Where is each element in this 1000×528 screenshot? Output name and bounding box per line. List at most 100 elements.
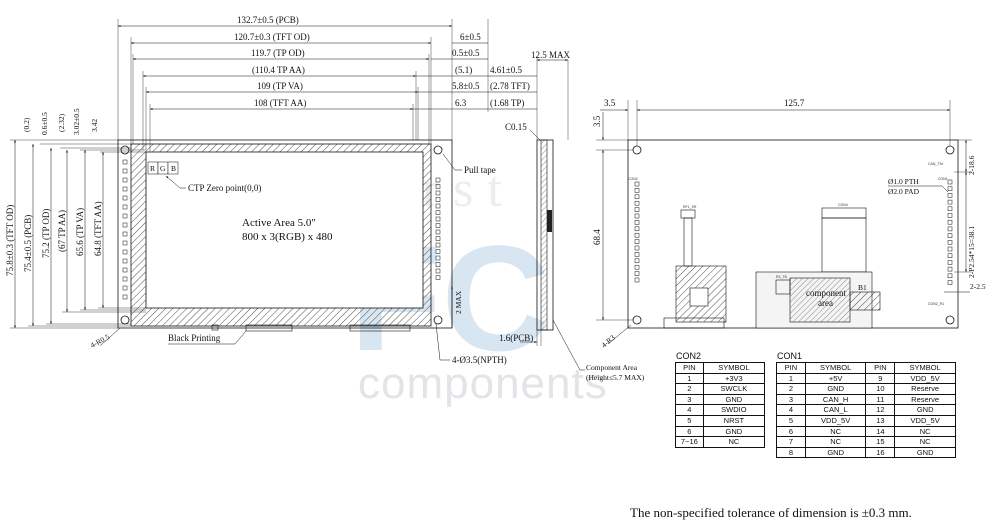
table-cell: NRST xyxy=(702,414,766,427)
back-dim-2-18-6: 2-18.6 xyxy=(967,155,976,175)
pin-pad xyxy=(947,260,953,265)
pin-pad xyxy=(122,204,128,210)
table-cell: 6 xyxy=(776,425,806,438)
pin-pad xyxy=(947,253,953,258)
mounting-hole-icon xyxy=(433,315,443,325)
silk-con4: CON4 xyxy=(838,203,848,207)
dim-right-5: 6.3 xyxy=(455,98,467,108)
side-dim-3: (1.68 TP) xyxy=(490,98,524,108)
dim-2-32: (2.32) xyxy=(57,113,66,132)
pin-pad xyxy=(634,188,640,193)
dim-3-02: 3.02±0.5 xyxy=(72,108,81,135)
table-header: PIN xyxy=(865,362,896,374)
pin-pad xyxy=(947,206,953,212)
front-view: R G B CTP Zero point(0,0) Active Area 5.… xyxy=(5,15,507,365)
dim-right-3: (5.1) xyxy=(455,65,472,75)
dim-right-2: 0.5±0.5 xyxy=(452,48,480,58)
pin-pad xyxy=(122,258,128,264)
pin-pad xyxy=(435,229,441,235)
pin-pad xyxy=(634,245,640,251)
table-cell: 2 xyxy=(675,383,704,395)
table-cell: +3V3 xyxy=(702,372,766,385)
table-cell: GND xyxy=(702,393,766,406)
table-cell: CAN_L xyxy=(804,404,867,416)
pin-pad xyxy=(122,285,128,291)
watermark-components: components xyxy=(358,359,608,408)
rgb-r: R xyxy=(150,164,155,173)
top-dimensions: 132.7±0.5 (PCB) 120.7±0.3 (TFT OD) 119.7… xyxy=(117,15,489,152)
pin-pad xyxy=(435,210,441,215)
table-cell: 8 xyxy=(776,446,806,459)
mounting-hole-icon xyxy=(120,315,130,325)
dim-right-4: 5.8±0.5 xyxy=(452,81,480,91)
pin-pad xyxy=(435,262,441,267)
table-cell: CAN_H xyxy=(804,393,867,406)
pin-pad xyxy=(122,249,128,255)
pin-pad xyxy=(122,276,128,282)
rgb-g: G xyxy=(160,164,166,173)
dim-pcb-height: 75.4±0.5 (PCB) xyxy=(23,215,33,272)
pin-pad xyxy=(435,236,441,241)
pin-pad xyxy=(634,207,640,212)
table-cell: Reserve xyxy=(894,383,956,395)
table-cell: GND xyxy=(894,446,956,459)
back-dim-3-5-top: 3.5 xyxy=(604,98,616,108)
pin-pad xyxy=(947,280,953,285)
pin-pad xyxy=(947,266,953,272)
silk-rf1: RF1_SR xyxy=(683,205,697,209)
pin-pad xyxy=(947,226,953,232)
pin-pad xyxy=(947,240,953,245)
dim-0-2: (0.2) xyxy=(22,117,31,132)
table-cell: +5V xyxy=(804,372,867,385)
table-cell: VDD_5V xyxy=(804,414,867,427)
back-component-label-2: area xyxy=(818,298,833,308)
table-cell: 6 xyxy=(675,425,704,438)
table-cell: 5 xyxy=(776,414,806,427)
table-row: 1+3V3 xyxy=(675,372,766,385)
pin-pad xyxy=(947,219,953,225)
con1-title: CON1 xyxy=(777,351,803,361)
table-header: PIN xyxy=(675,362,704,374)
table-cell: 2 xyxy=(776,383,806,395)
pin-pad xyxy=(634,213,640,219)
back-con2-header xyxy=(634,181,640,283)
pin-pad xyxy=(634,264,640,270)
table-cell: Reserve xyxy=(894,393,956,406)
left-top-dimensions: (0.2) 0.6±0.5 (2.32) 3.02±0.5 3.42 xyxy=(10,108,146,153)
pin-pad xyxy=(435,216,441,222)
table-cell: 5 xyxy=(675,414,704,427)
left-dimensions: 75.8±0.3 (TFT OD) 75.4±0.5 (PCB) 75.2 (T… xyxy=(5,140,146,329)
component-area-height: (Height≤5.7 MAX) xyxy=(586,373,645,382)
dim-tft-aa-height: 64.8 (TFT AA) xyxy=(93,201,103,256)
mounting-hole-icon xyxy=(632,145,642,155)
pin-pad xyxy=(634,220,640,225)
two-max-label: 2 MAX xyxy=(454,290,463,314)
holes-label: 4-Ø3.5(NPTH) xyxy=(452,355,507,365)
pin-pad xyxy=(634,258,640,264)
pcb-outline xyxy=(117,139,453,329)
pin-pad xyxy=(122,213,128,219)
left-pin-header xyxy=(122,159,128,300)
dim-tft-od-height: 75.8±0.3 (TFT OD) xyxy=(5,205,15,276)
table-cell: NC xyxy=(894,436,956,448)
table-cell: 13 xyxy=(865,414,896,427)
table-cell: 3 xyxy=(675,393,704,406)
dim-tft-od-width: 120.7±0.3 (TFT OD) xyxy=(234,32,310,42)
con2-title: CON2 xyxy=(676,351,702,361)
table-cell: NC xyxy=(804,425,867,438)
table-cell: 10 xyxy=(865,383,896,395)
pin-pad xyxy=(947,213,953,218)
pin-pad xyxy=(122,195,128,201)
pin-pad xyxy=(634,181,640,187)
dim-tp-od-width: 119.7 (TP OD) xyxy=(251,48,305,58)
side-dim-2: (2.78 TFT) xyxy=(490,81,530,91)
table-cell: NC xyxy=(894,425,956,438)
